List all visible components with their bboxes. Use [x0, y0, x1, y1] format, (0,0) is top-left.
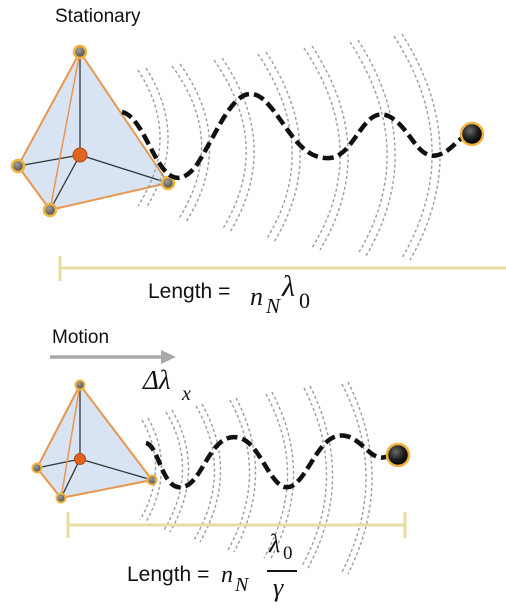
wavefront-arc: [265, 51, 301, 243]
length-label: Length =: [148, 280, 231, 303]
center-node: [74, 453, 86, 465]
tetra-edge: [60, 458, 81, 499]
n-subscript: N: [235, 574, 249, 596]
wavefront-arc: [169, 409, 190, 533]
wavefront-arc: [227, 399, 251, 551]
fraction-bar: [267, 570, 297, 572]
lambda-subscript: 0: [299, 288, 310, 313]
stationary-title: Stationary: [55, 6, 141, 27]
wavefront-arc: [301, 387, 328, 567]
vertex-node: [55, 492, 67, 504]
fraction-numerator-subscript: 0: [283, 543, 293, 564]
tetra-edge: [36, 458, 81, 469]
motion-wave-path: [144, 433, 390, 490]
wavefront-arc: [199, 403, 222, 543]
vertex-node: [74, 379, 86, 391]
tetra-edge: [79, 154, 169, 184]
vertex-node: [160, 175, 176, 191]
wavefront-arc: [233, 397, 257, 553]
wavefront-arc: [303, 47, 341, 249]
stationary-panel: [10, 33, 506, 281]
wavefront-arc: [213, 59, 247, 231]
vertex-node: [31, 462, 43, 474]
motion-length-ruler: [66, 512, 407, 538]
delta-lambda-subscript: x: [182, 383, 191, 405]
fraction-denominator: γ: [273, 573, 284, 602]
wavefront-arc: [393, 35, 433, 259]
length-label: Length =: [127, 563, 210, 586]
stationary-wavefronts: [137, 33, 441, 261]
lambda-symbol: λ: [282, 270, 295, 303]
vertex-node: [72, 44, 88, 60]
wavefront-arc: [263, 393, 289, 559]
tetra-edge: [49, 154, 81, 211]
wavefront-arc: [145, 417, 163, 523]
motion-arrow: [50, 350, 176, 364]
wavefront-arc: [311, 45, 349, 251]
stationary-length-ruler: [58, 256, 506, 281]
wavefront-arc: [307, 385, 334, 569]
wavefront-arc: [179, 63, 211, 223]
vertex-node: [10, 158, 26, 174]
motion-title: Motion: [52, 327, 110, 348]
motion-end-node: [385, 442, 411, 468]
tetra-edge: [79, 458, 153, 481]
wavefront-arc: [357, 39, 396, 257]
stationary-tetrahedron: [10, 44, 176, 218]
stationary-end-node: [459, 121, 485, 147]
wavefront-arc: [221, 57, 255, 233]
vertex-node: [42, 202, 58, 218]
wavefront-arc: [347, 381, 373, 575]
fraction-numerator-symbol: λ: [269, 529, 281, 558]
wavefront-arc: [401, 33, 441, 261]
tetra-face: [35, 383, 154, 500]
wavefront-arc: [163, 411, 184, 531]
motion-tetrahedron: [31, 379, 158, 504]
wavefront-arc: [137, 69, 161, 207]
tetra-edge: [17, 154, 81, 167]
wavefront-arc: [145, 67, 169, 209]
stationary-wave-path: [121, 91, 471, 180]
n-subscript: N: [266, 294, 281, 318]
tetra-face: [16, 50, 170, 212]
center-node: [72, 147, 88, 163]
tetra-edge: [60, 384, 81, 499]
vertex-node: [146, 474, 158, 486]
delta-lambda-symbol: Δλ: [143, 365, 171, 395]
tetra-edge: [49, 51, 81, 211]
wavefront-arc: [171, 65, 203, 221]
wavefront-arc: [257, 53, 293, 241]
wavefront-arc: [341, 383, 367, 573]
wavefront-arc: [139, 419, 157, 521]
wavefront-arc: [349, 41, 388, 255]
motion-panel: [31, 350, 411, 575]
motion-wavefronts: [139, 381, 373, 575]
n-symbol: n: [221, 562, 233, 588]
n-symbol: n: [250, 282, 263, 311]
